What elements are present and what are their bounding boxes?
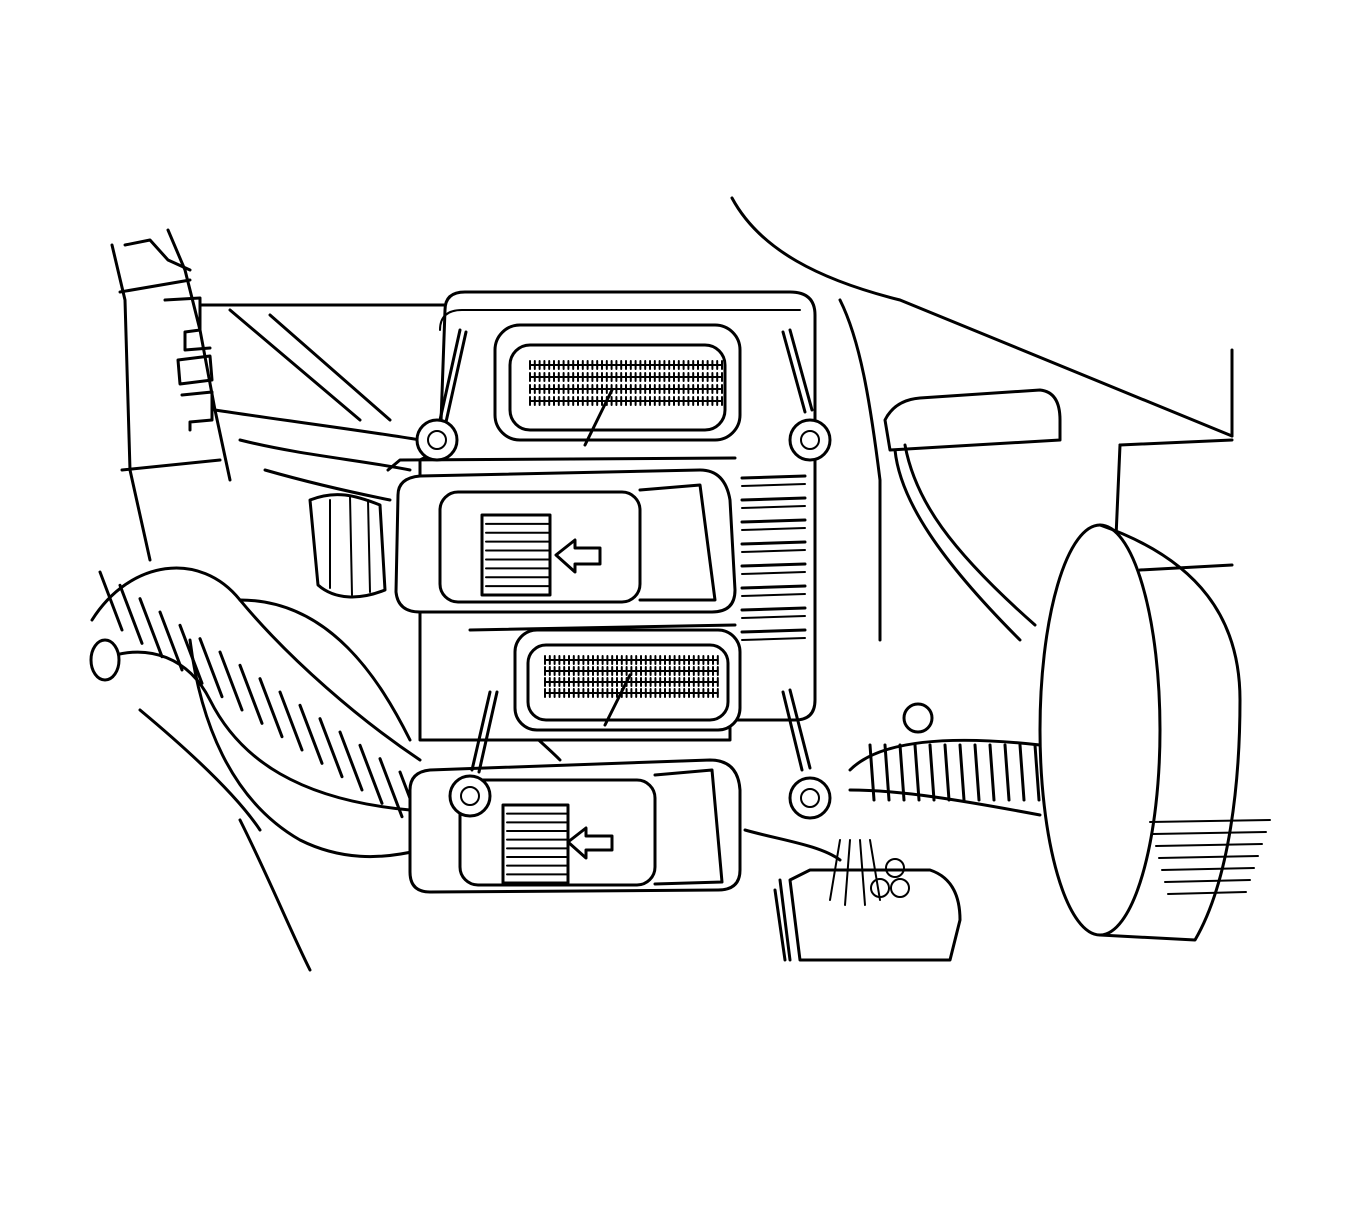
- wheel-hub-right: [1038, 523, 1271, 942]
- upper-harness-connector: [308, 468, 737, 614]
- right-connector-and-cable: [838, 298, 1234, 642]
- small-plug-connector: [743, 828, 962, 962]
- lower-connector-socket: [513, 628, 742, 732]
- mounting-bolt: [415, 328, 468, 462]
- lower-right-harness: [848, 702, 1042, 817]
- upper-connector-socket: [493, 323, 742, 447]
- bracket-left: [110, 228, 232, 562]
- release-arrow: [554, 538, 602, 574]
- mounting-bolt: [448, 690, 499, 818]
- mounting-bolt: [781, 328, 832, 462]
- lower-harness-connector: [408, 758, 742, 894]
- mounting-bolt: [781, 688, 832, 820]
- wiring-harness-corrugated-conduit: [89, 566, 424, 859]
- release-arrow: [566, 826, 614, 860]
